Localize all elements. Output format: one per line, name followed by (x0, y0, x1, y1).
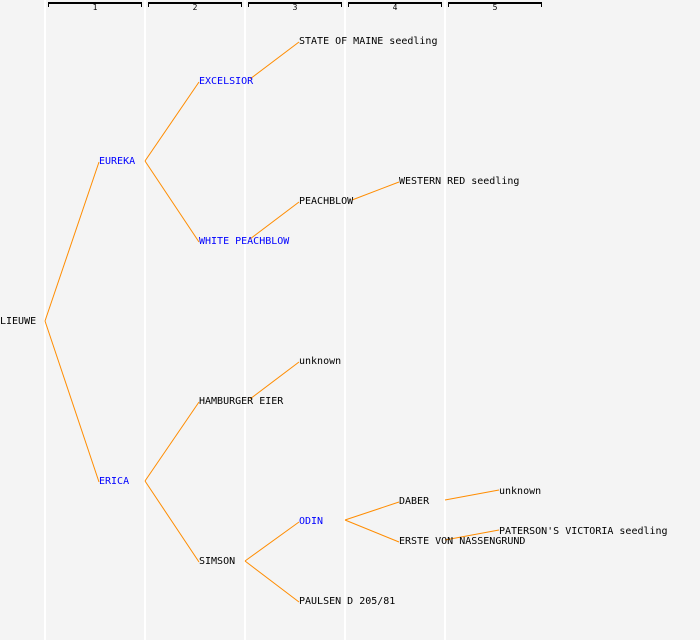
node-root: LIEUWE (0, 316, 37, 327)
edge (144, 480, 200, 563)
node-patersons-victoria: PATERSON'S VICTORIA seedling (499, 526, 668, 537)
generation-label: 1 (92, 3, 98, 12)
node-eureka[interactable]: EUREKA (99, 156, 136, 167)
generation-bracket (348, 2, 442, 7)
generation-label: 2 (192, 3, 198, 12)
edge (244, 521, 300, 562)
node-white-peachblow[interactable]: WHITE PEACHBLOW (199, 236, 290, 247)
node-odin[interactable]: ODIN (299, 516, 324, 527)
edge (344, 519, 400, 543)
node-paulsen: PAULSEN D 205/81 (299, 596, 396, 607)
node-excelsior[interactable]: EXCELSIOR (199, 76, 254, 87)
node-unknown: unknown (299, 356, 342, 367)
edge (144, 160, 200, 243)
edge (249, 41, 300, 80)
edge (351, 181, 400, 201)
node-erste-von-nassengrund: ERSTE VON NASSENGRUND (399, 536, 526, 547)
edge (44, 161, 100, 322)
node-state-of-maine: STATE OF MAINE seedling (299, 36, 438, 47)
edge (144, 81, 200, 162)
node-hamburger-eier: HAMBURGER EIER (199, 396, 284, 407)
edge (44, 320, 100, 483)
edge (244, 560, 300, 603)
generation-label: 3 (292, 3, 298, 12)
generation-label: 5 (492, 3, 498, 12)
column-divider (444, 0, 446, 640)
edge (344, 501, 400, 521)
generation-label: 4 (392, 3, 398, 12)
edge (444, 529, 500, 541)
edge (144, 401, 200, 482)
node-western-red: WESTERN RED seedling (399, 176, 520, 187)
node-erica[interactable]: ERICA (99, 476, 130, 487)
column-divider (244, 0, 246, 640)
generation-bracket (48, 2, 142, 7)
node-unknown: unknown (499, 486, 542, 497)
column-divider (144, 0, 146, 640)
edge (444, 489, 500, 501)
generation-bracket (448, 2, 542, 7)
node-simson: SIMSON (199, 556, 236, 567)
edge (249, 361, 300, 400)
node-peachblow: PEACHBLOW (299, 196, 354, 207)
column-divider (344, 0, 346, 640)
generation-bracket (248, 2, 342, 7)
node-daber: DABER (399, 496, 430, 507)
generation-bracket (148, 2, 242, 7)
edge (249, 201, 300, 240)
